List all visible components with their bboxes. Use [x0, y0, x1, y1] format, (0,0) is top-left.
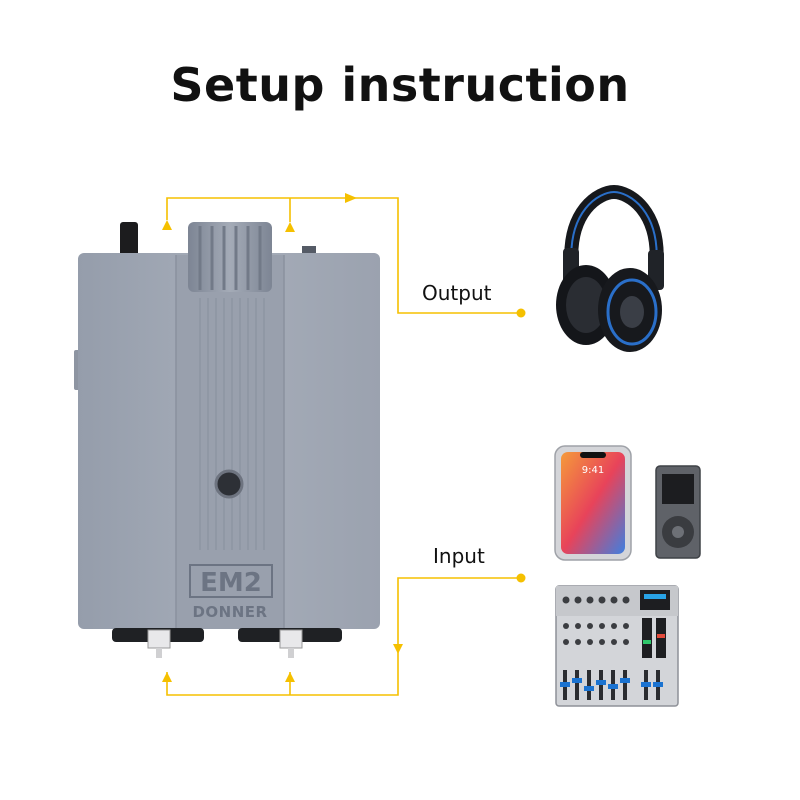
power-switch — [120, 222, 138, 256]
input-endpoint-dot — [516, 573, 526, 583]
led-button — [214, 469, 244, 499]
input-arrows — [162, 644, 403, 682]
output-connection-line — [166, 197, 519, 314]
mp3-player-icon — [655, 465, 701, 559]
phone-time: 9:41 — [582, 465, 604, 476]
arrow-right-icon — [345, 193, 357, 203]
arrow-up-icon — [285, 222, 295, 232]
page-title: Setup instruction — [170, 58, 630, 112]
output-endpoint-dot — [516, 308, 526, 318]
output-arrows — [162, 193, 357, 232]
arrow-up-icon — [162, 672, 172, 682]
em2-device: EM2 DONNER — [74, 222, 380, 658]
brand-logo: DONNER — [192, 603, 267, 621]
mixer-icon — [555, 585, 679, 707]
smartphone-icon: 9:41 — [554, 445, 632, 561]
output-label: Output — [422, 281, 492, 305]
arrow-up-icon — [285, 672, 295, 682]
input-label: Input — [433, 544, 485, 568]
model-logo: EM2 — [200, 568, 262, 598]
bottom-jacks — [112, 628, 342, 658]
volume-knob — [188, 222, 272, 292]
arrow-down-icon — [393, 644, 403, 654]
headphones-icon — [556, 184, 664, 352]
arrow-up-icon — [162, 220, 172, 230]
